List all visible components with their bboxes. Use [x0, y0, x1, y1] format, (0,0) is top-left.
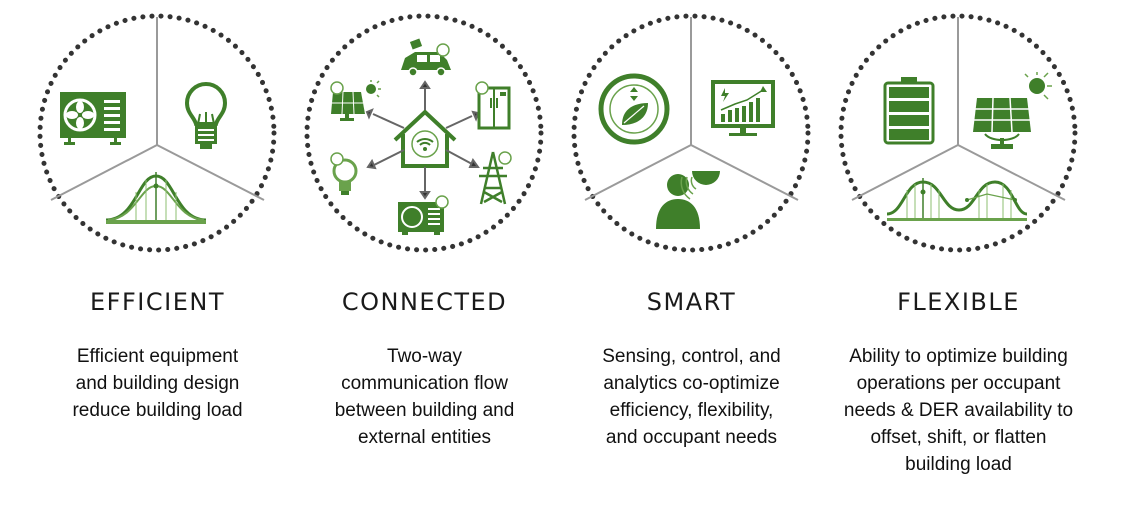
electric-vehicle-icon [401, 38, 451, 77]
description-line: building load [905, 454, 1012, 475]
hvac-unit-icon [60, 92, 126, 145]
pillar-title: SMART [646, 288, 737, 316]
dotted-ring [37, 13, 277, 253]
description-line: Efficient equipment [76, 346, 239, 367]
connected-diagram [304, 13, 544, 253]
smart-diagram [571, 13, 811, 253]
dotted-ring [571, 13, 811, 253]
pillar-smart: SMART Sensing, control, and analytics co… [558, 0, 825, 509]
pillar-description: Ability to optimize building operations … [815, 343, 1102, 478]
description-line: Sensing, control, and [602, 346, 781, 367]
pillar-description: Efficient equipment and building design … [14, 343, 301, 424]
description-line: offset, shift, or flatten [870, 427, 1047, 448]
pillar-efficient: EFFICIENT Efficient equipment and buildi… [24, 0, 291, 509]
analytics-monitor-icon [711, 80, 775, 136]
segment-dividers [584, 17, 799, 201]
pillar-title: CONNECTED [341, 288, 508, 316]
occupant-sensor-icon [656, 171, 720, 229]
description-line: efficiency, flexibility, [609, 400, 774, 421]
battery-icon [883, 77, 935, 145]
description-line: needs & DER availability to [843, 400, 1074, 421]
description-line: analytics co-optimize [603, 373, 780, 394]
power-tower-icon [479, 151, 512, 205]
description-line: reduce building load [72, 400, 243, 421]
connection-arrows [365, 80, 480, 200]
pillar-flexible: FLEXIBLE Ability to optimize building op… [825, 0, 1092, 509]
solar-panel-icon [330, 80, 381, 121]
segment-dividers [50, 17, 265, 201]
efficient-diagram [37, 13, 277, 253]
hvac-unit-icon [398, 195, 449, 235]
light-bulb-icon [184, 81, 228, 149]
description-line: Ability to optimize building [849, 346, 1068, 367]
description-line: operations per occupant [856, 373, 1061, 394]
light-bulb-icon [330, 152, 358, 195]
pillar-title: EFFICIENT [90, 288, 225, 316]
load-curve-icon [105, 172, 207, 224]
leaf-efficiency-icon [598, 73, 670, 145]
description-line: between building and [334, 400, 515, 421]
segment-dividers [851, 17, 1066, 201]
description-line: Two-way [387, 346, 462, 367]
refrigerator-icon [475, 81, 511, 130]
dotted-ring [304, 13, 544, 253]
solar-panel-icon [973, 72, 1052, 149]
shifted-load-curve-icon [886, 178, 1028, 221]
flexible-diagram [838, 13, 1078, 253]
pillar-connected: CONNECTED Two-way communication flow bet… [291, 0, 558, 509]
description-line: communication flow [341, 373, 508, 394]
pillar-description: Two-way communication flow between build… [281, 343, 568, 451]
dotted-ring [838, 13, 1078, 253]
smart-home-wifi-icon [393, 109, 457, 168]
description-line: and occupant needs [605, 427, 778, 448]
description-line: and building design [75, 373, 240, 394]
description-line: external entities [357, 427, 492, 448]
pillar-title: FLEXIBLE [897, 288, 1020, 316]
pillar-description: Sensing, control, and analytics co-optim… [548, 343, 835, 451]
